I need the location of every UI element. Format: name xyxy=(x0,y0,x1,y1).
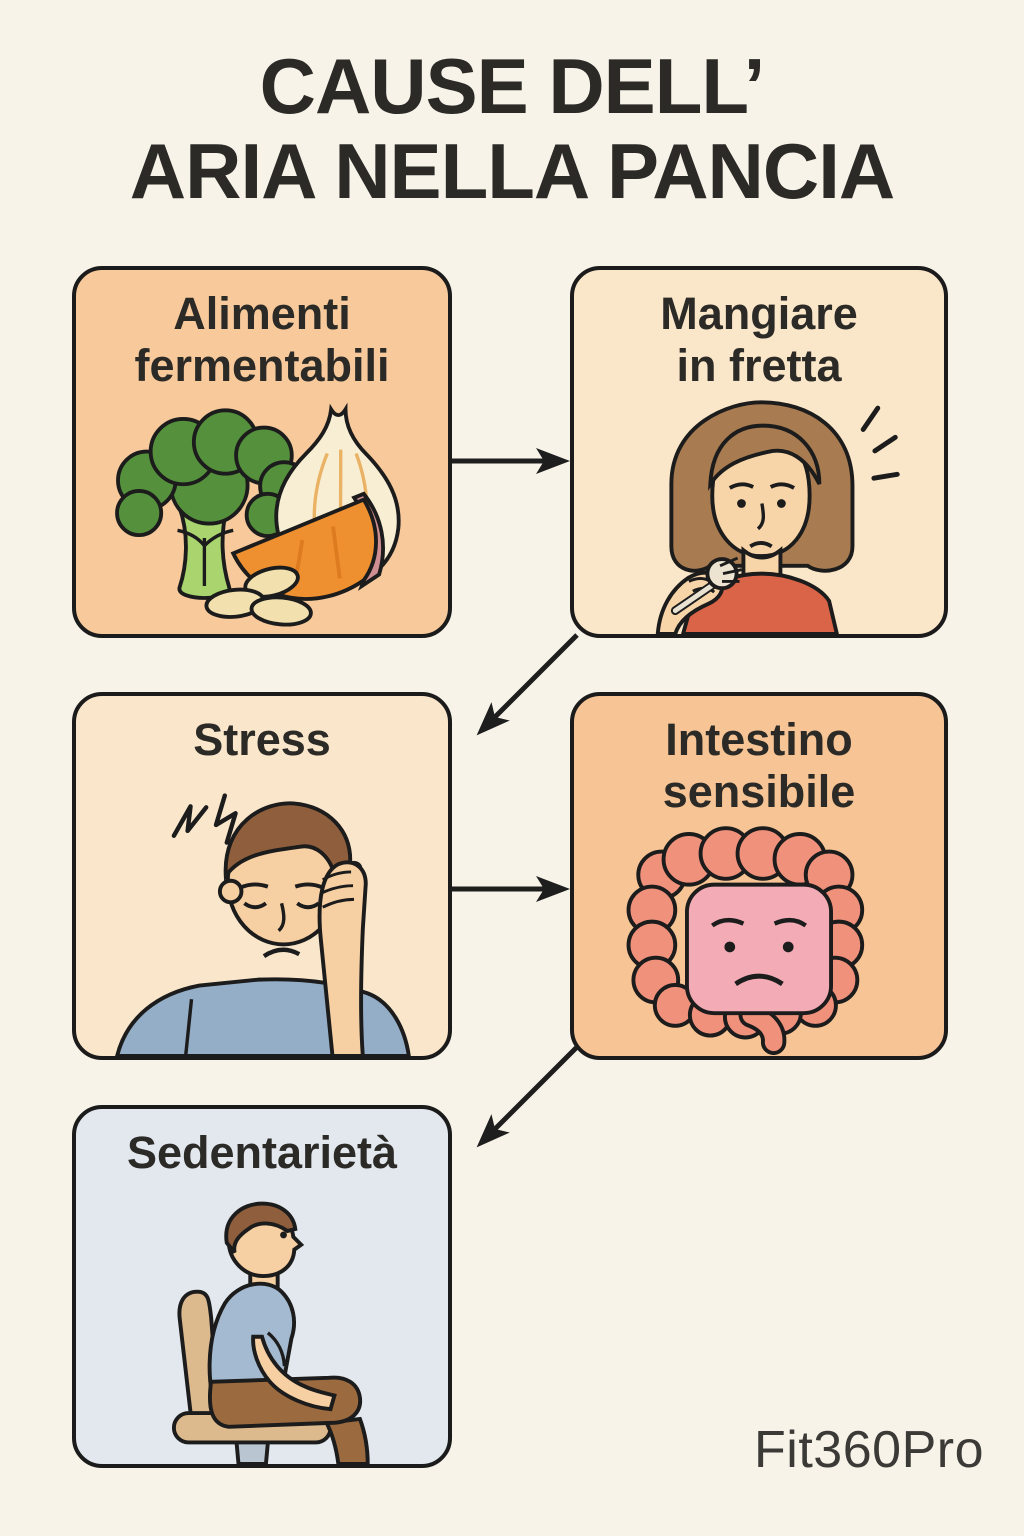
label-line: Stress xyxy=(193,714,331,765)
sad-intestine-icon xyxy=(626,826,865,1056)
page-title: CAUSE DELL’ ARIA NELLA PANCIA xyxy=(0,42,1024,216)
label-line: fermentabili xyxy=(134,340,390,392)
label-line: Alimenti xyxy=(173,288,351,339)
label-line: sensibile xyxy=(662,766,856,818)
stressed-man-icon xyxy=(115,793,411,1056)
broccoli-onion-beans-icon xyxy=(115,402,401,627)
label-line: Sedentarietà xyxy=(126,1127,398,1178)
card-label-sedentarieta: Sedentarietà xyxy=(76,1127,448,1179)
card-label-mangiare: Mangiare in fretta xyxy=(574,288,944,392)
page-title-line1: CAUSE DELL’ xyxy=(259,42,766,130)
card-sedentarieta: Sedentarietà xyxy=(72,1105,452,1468)
card-label-intestino: Intestino sensibile xyxy=(574,714,944,818)
label-line: Mangiare xyxy=(660,288,858,339)
brand-logo: Fit360Pro xyxy=(754,1421,984,1479)
woman-eating-fast-icon xyxy=(655,400,900,634)
card-label-stress: Stress xyxy=(76,714,448,766)
card-stress: Stress xyxy=(72,692,452,1060)
man-sitting-on-chair-icon xyxy=(171,1201,370,1464)
card-label-alimenti: Alimenti fermentabili xyxy=(76,288,448,392)
label-line: Intestino xyxy=(665,714,853,765)
card-alimenti-fermentabili: Alimenti fermentabili xyxy=(72,266,452,638)
page-title-line2: ARIA NELLA PANCIA xyxy=(129,127,895,216)
card-intestino-sensibile: Intestino sensibile xyxy=(570,692,948,1060)
label-line: in fretta xyxy=(676,340,842,392)
arrow-intestino-to-sedentarieta xyxy=(476,1045,579,1148)
card-mangiare-in-fretta: Mangiare in fretta xyxy=(570,266,948,638)
arrow-mangiare-to-stress xyxy=(476,633,579,736)
